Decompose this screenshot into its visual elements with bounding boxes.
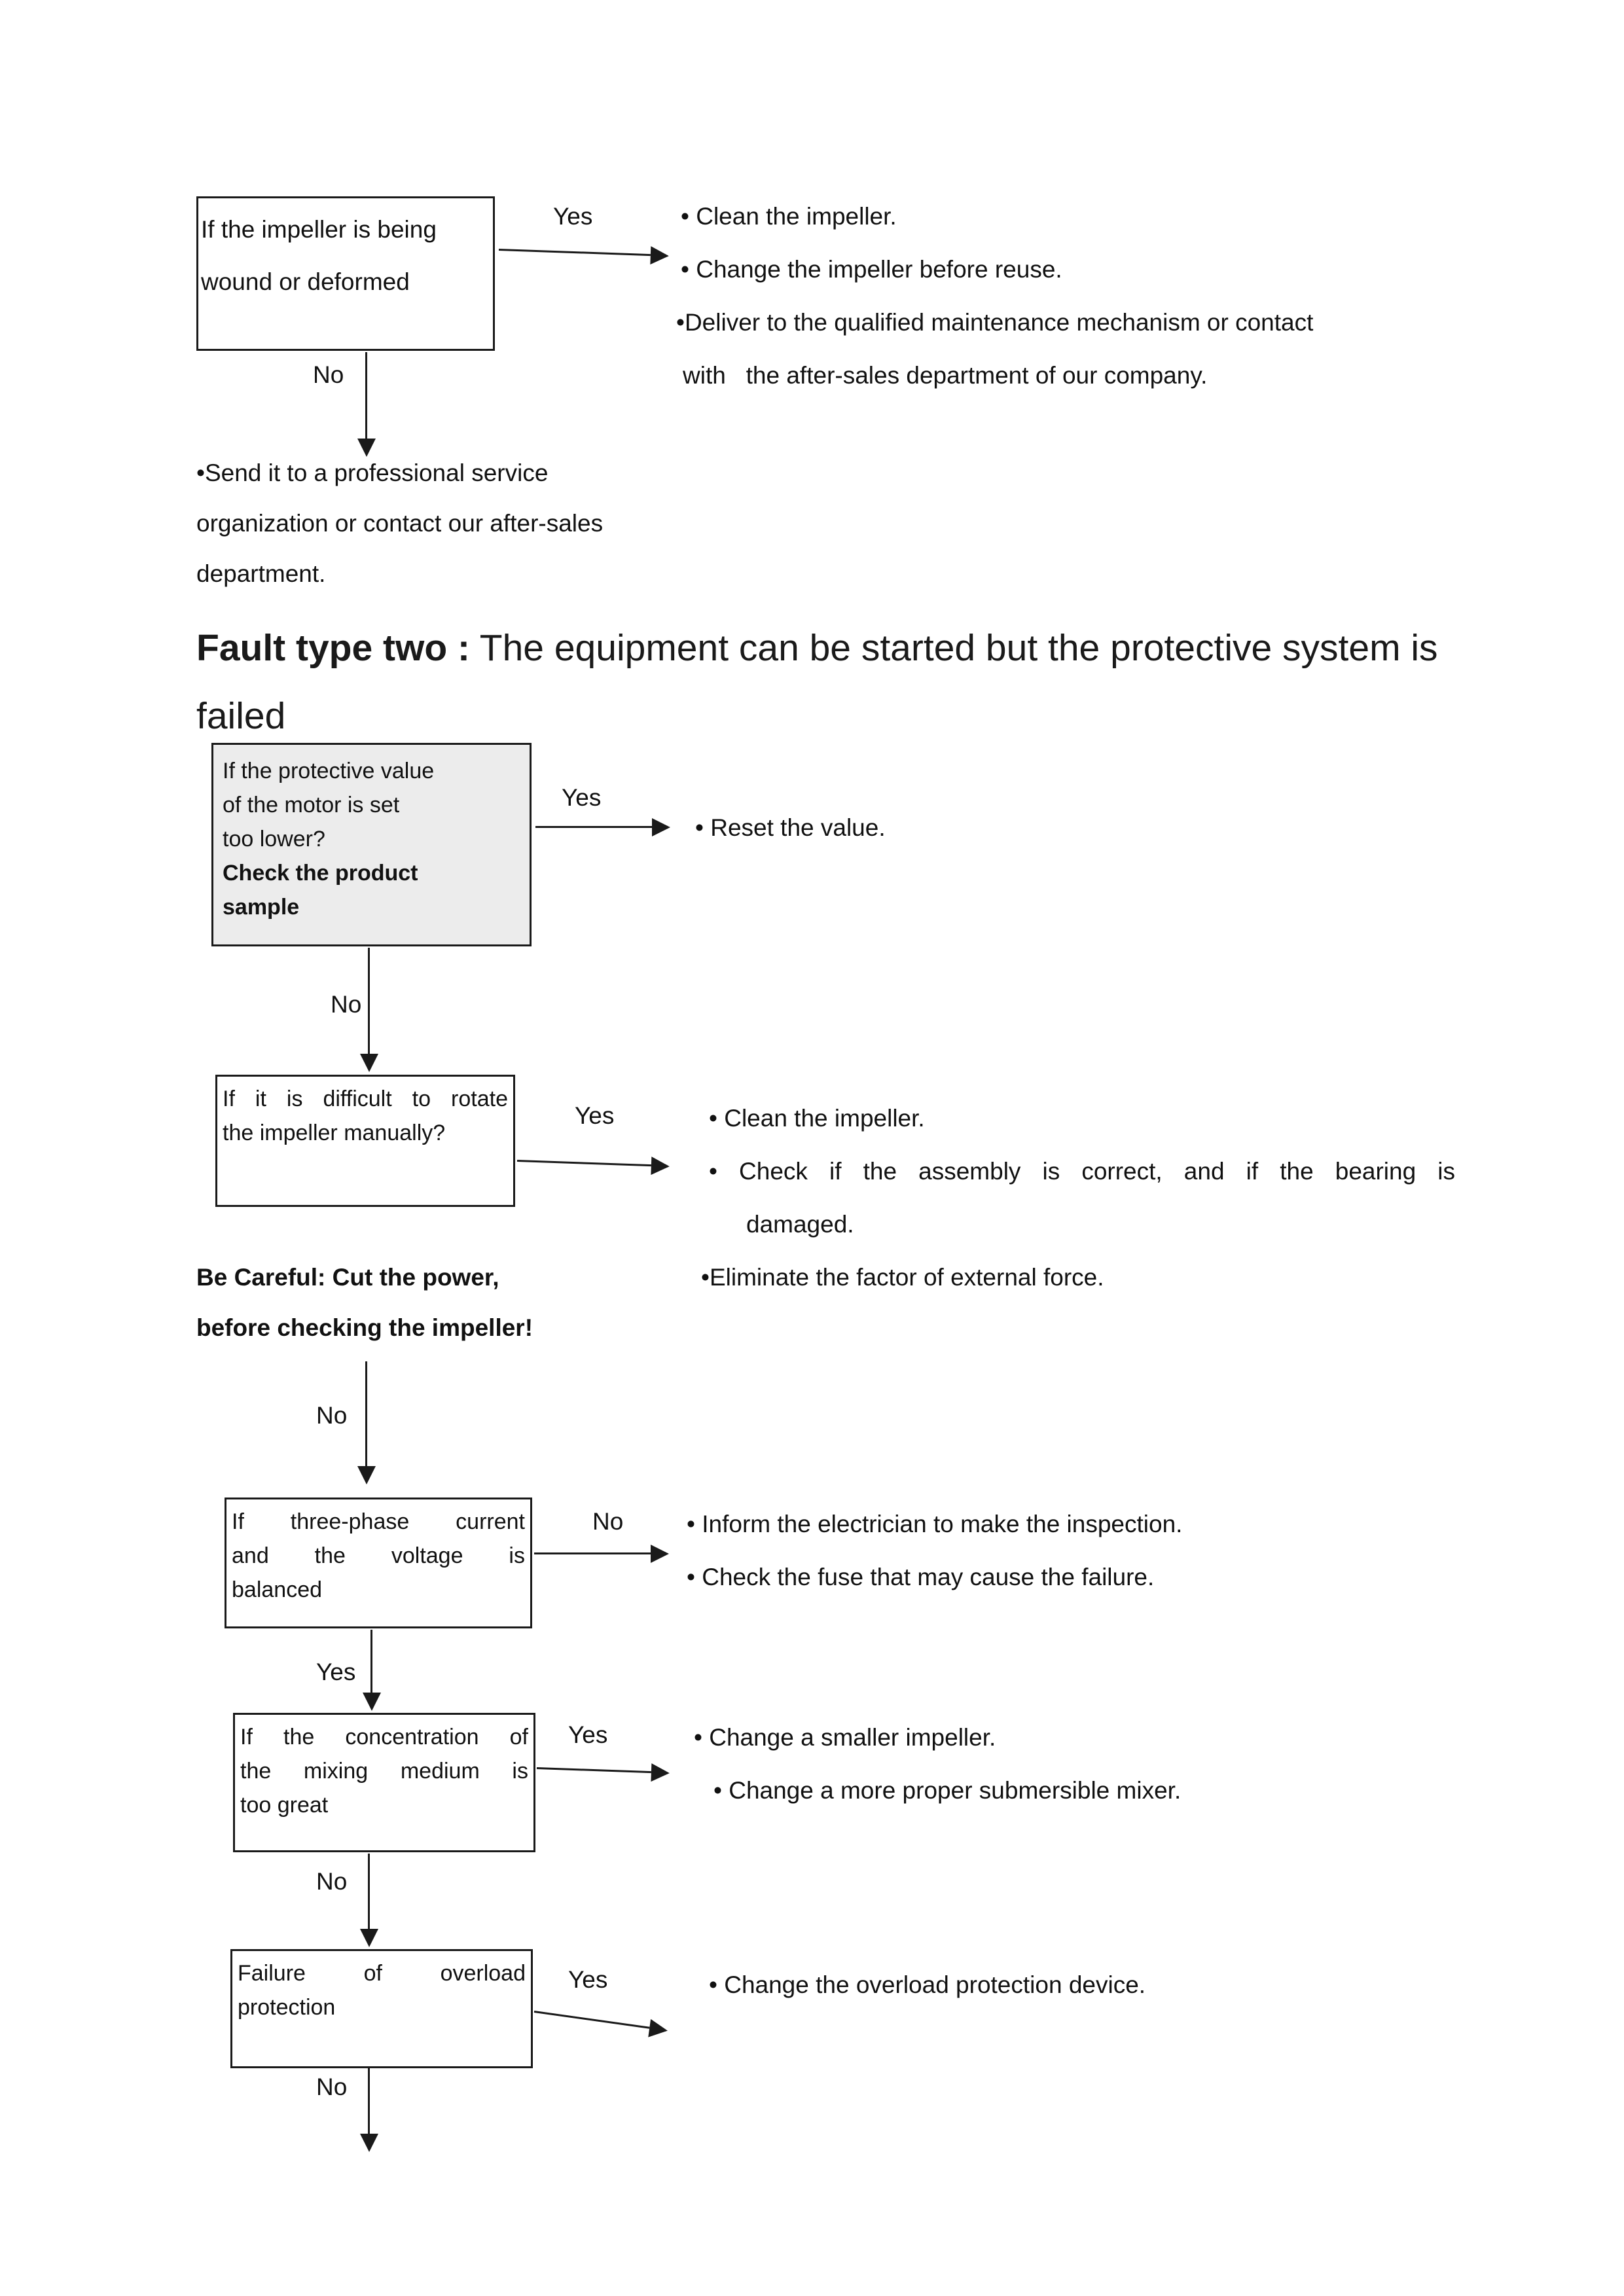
action-bullet-continuation: damaged. <box>746 1211 854 1238</box>
action-bullet: • Change the impeller before reuse. <box>681 256 1062 283</box>
decision-text-line: the impeller manually? <box>223 1121 446 1145</box>
decision-box-rotate-impeller: If it is difficult to rotate the impelle… <box>215 1075 515 1207</box>
no-arrow <box>534 1552 651 1554</box>
decision-box-three-phase: If three-phase current and the voltage i… <box>225 1498 532 1628</box>
decision-box-concentration: If the concentration of the mixing mediu… <box>233 1713 535 1852</box>
decision-text-line: balanced <box>232 1577 323 1602</box>
yes-label: Yes <box>316 1659 356 1685</box>
decision-text-line: and the voltage is <box>232 1543 525 1568</box>
action-bullet: •Eliminate the factor of external force. <box>701 1264 1104 1291</box>
decision-text-bold-line: Check the product <box>223 861 418 886</box>
decision-text-line: protection <box>238 1995 336 2020</box>
decision-text-line: too great <box>240 1793 329 1818</box>
no-action-line: •Send it to a professional service <box>196 459 549 486</box>
heading-emphasis: Fault type two : <box>196 627 470 669</box>
no-label: No <box>316 2073 348 2100</box>
yes-arrow <box>498 249 651 257</box>
decision-text-line: If the impeller is being <box>201 216 437 243</box>
decision-text-line: wound or deformed <box>201 268 410 295</box>
decision-text-line: Failure of overload <box>238 1961 526 1986</box>
no-label: No <box>316 1402 348 1429</box>
decision-text-line: If the concentration of <box>240 1725 528 1749</box>
yes-label: Yes <box>553 203 593 230</box>
decision-text-line: If the protective value <box>223 759 435 783</box>
decision-box-impeller-deformed: If the impeller is being wound or deform… <box>196 196 495 351</box>
section-heading: Fault type two : The equipment can be st… <box>196 614 1443 750</box>
decision-box-protective-value: If the protective value of the motor is … <box>211 743 532 946</box>
decision-text-line: If it is difficult to rotate <box>223 1086 508 1111</box>
action-bullet: • Check if the assembly is correct, and … <box>709 1158 1455 1185</box>
yes-label: Yes <box>568 1721 608 1748</box>
no-label: No <box>592 1508 624 1535</box>
no-label: No <box>316 1868 348 1895</box>
yes-arrow <box>516 1160 651 1167</box>
no-arrow <box>368 948 370 1054</box>
no-arrow <box>368 1854 370 1929</box>
action-bullet: • Inform the electrician to make the ins… <box>687 1511 1183 1537</box>
decision-box-overload: Failure of overload protection <box>230 1949 533 2068</box>
no-arrow <box>365 1361 367 1466</box>
action-bullet: • Check the fuse that may cause the fail… <box>687 1564 1155 1590</box>
yes-label: Yes <box>562 784 602 811</box>
action-bullet: •Deliver to the qualified maintenance me… <box>676 309 1314 336</box>
decision-text-line: If three-phase current <box>232 1509 525 1534</box>
yes-arrow <box>533 2011 650 2029</box>
decision-text-line: too lower? <box>223 827 325 852</box>
action-bullet: • Change a smaller impeller. <box>694 1724 996 1751</box>
no-arrow <box>368 2068 370 2134</box>
action-bullet: • Change a more proper submersible mixer… <box>713 1777 1182 1804</box>
decision-text-line: the mixing medium is <box>240 1759 528 1784</box>
heading-text: The equipment can be started but the pro… <box>196 627 1438 737</box>
yes-arrow <box>536 1767 651 1774</box>
no-label: No <box>313 361 344 388</box>
caution-note-line: before checking the impeller! <box>196 1314 533 1341</box>
no-action-line: organization or contact our after-sales <box>196 510 604 537</box>
action-bullet: • Clean the impeller. <box>709 1105 925 1132</box>
yes-label: Yes <box>575 1102 615 1129</box>
action-bullet: • Reset the value. <box>695 814 886 841</box>
action-bullet-continuation: with the after-sales department of our c… <box>683 362 1208 389</box>
no-label: No <box>331 991 362 1018</box>
no-action-line: department. <box>196 560 326 587</box>
yes-label: Yes <box>568 1966 608 1993</box>
action-bullet: • Clean the impeller. <box>681 203 897 230</box>
caution-note-line: Be Careful: Cut the power, <box>196 1264 499 1291</box>
yes-arrow <box>535 826 652 828</box>
decision-text-bold-line: sample <box>223 895 300 920</box>
action-bullet: • Change the overload protection device. <box>709 1971 1146 1998</box>
decision-text-line: of the motor is set <box>223 793 400 817</box>
no-arrow <box>365 352 367 439</box>
yes-arrow <box>370 1630 372 1693</box>
